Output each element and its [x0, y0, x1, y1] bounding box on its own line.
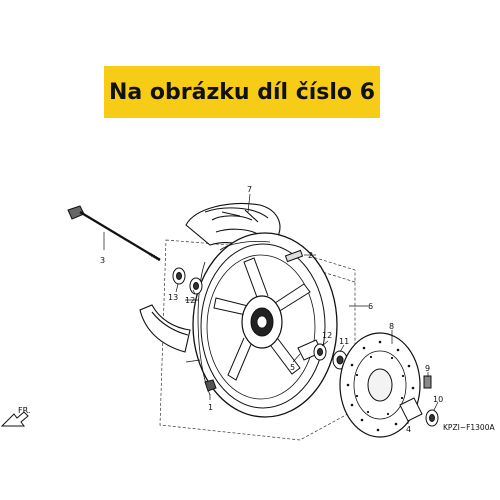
label-part-6: 6 — [368, 302, 373, 311]
bearings-left — [172, 267, 203, 295]
diagram-code: KPZI−F1300A — [443, 423, 495, 432]
direction-label: FR. — [18, 406, 30, 415]
label-part-3: 3 — [100, 256, 105, 265]
label-part-12-right: 12 — [322, 331, 332, 340]
label-part-11: 11 — [339, 337, 349, 346]
valve-2 — [284, 249, 304, 263]
label-part-9: 9 — [425, 364, 430, 373]
brake-disc-8 — [339, 332, 421, 438]
spacers-right — [297, 339, 348, 370]
label-part-4: 4 — [406, 425, 411, 434]
leader-lines — [103, 193, 439, 424]
label-part-10: 10 — [433, 395, 443, 404]
front-direction-arrow: FR. — [0, 406, 30, 427]
nut-1 — [204, 379, 217, 392]
axle-3 — [67, 205, 161, 262]
part-labels: 7 2 3 13 12 6 8 12 11 5 9 10 4 1 — [100, 185, 443, 434]
label-part-5: 5 — [290, 363, 295, 372]
label-part-1: 1 — [208, 403, 213, 412]
label-part-13: 13 — [168, 293, 178, 302]
label-part-8: 8 — [389, 322, 394, 331]
label-part-12-left: 12 — [185, 296, 195, 305]
label-part-7: 7 — [247, 185, 252, 194]
label-part-2: 2 — [308, 251, 313, 260]
banner-text: Na obrázku díl číslo 6 — [108, 79, 376, 105]
wheel-hub — [213, 257, 311, 381]
disc-hardware — [399, 375, 439, 427]
part-banner: Na obrázku díl číslo 6 — [104, 66, 380, 118]
